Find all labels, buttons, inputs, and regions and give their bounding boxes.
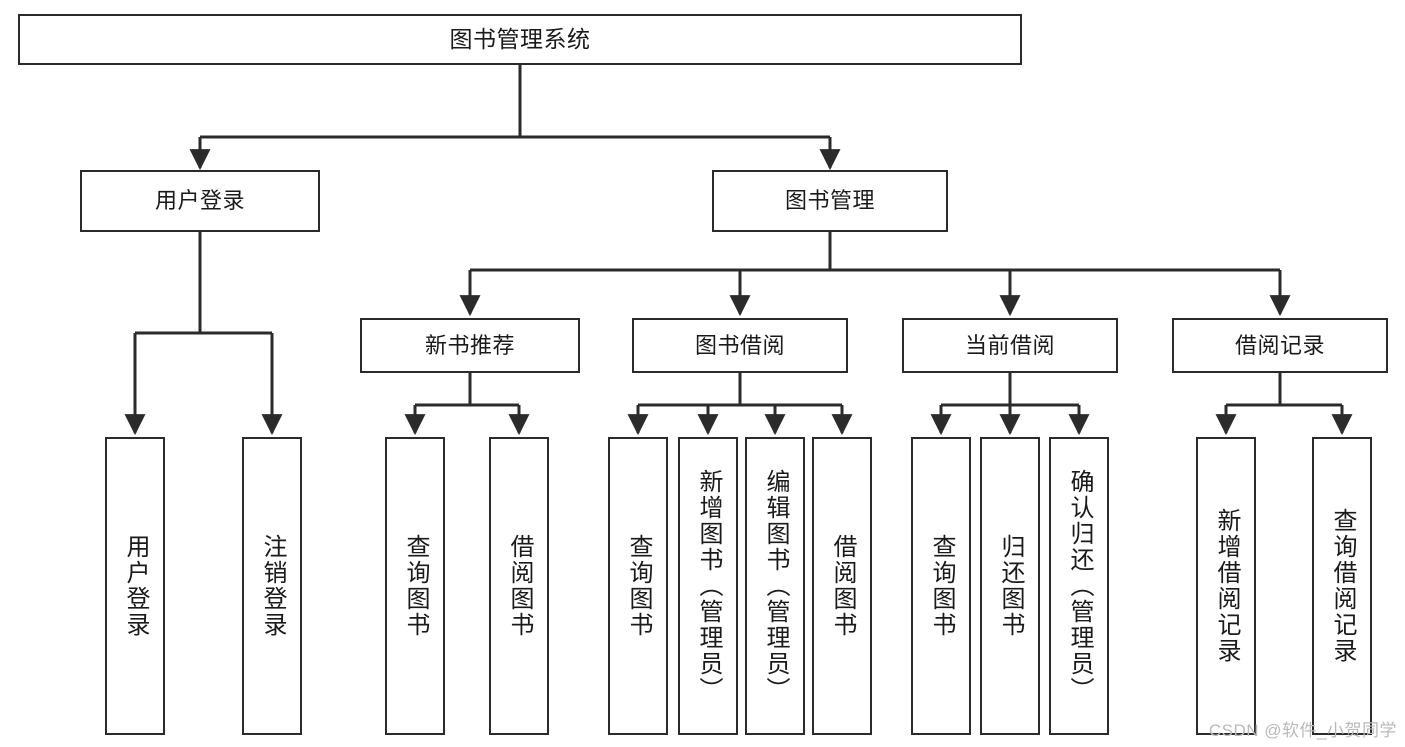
node-leaf-confirm-return-label: 确认归还（管理员） <box>1066 469 1093 703</box>
node-leaf-borrow-book-2-label: 借阅图书 <box>829 534 856 638</box>
node-leaf-query-book-2-label: 查询图书 <box>625 534 652 638</box>
node-leaf-edit-book[interactable]: 编辑图书（管理员） <box>745 437 805 735</box>
node-current-borrow-label: 当前借阅 <box>964 332 1055 358</box>
node-new-book-recommend-label: 新书推荐 <box>424 332 515 358</box>
node-leaf-edit-book-label: 编辑图书（管理员） <box>762 469 789 703</box>
node-leaf-query-book-1-label: 查询图书 <box>402 534 429 638</box>
node-leaf-user-login[interactable]: 用户登录 <box>105 437 165 735</box>
node-book-borrow[interactable]: 图书借阅 <box>632 318 848 373</box>
csdn-watermark: CSDN @软件_小贺同学 <box>1208 721 1397 740</box>
node-book-manage[interactable]: 图书管理 <box>712 170 948 232</box>
node-leaf-user-login-label: 用户登录 <box>122 534 149 638</box>
node-user-login[interactable]: 用户登录 <box>80 170 320 232</box>
node-leaf-add-record[interactable]: 新增借阅记录 <box>1196 437 1256 735</box>
node-borrow-record-label: 借阅记录 <box>1234 332 1325 358</box>
node-leaf-query-book-2[interactable]: 查询图书 <box>608 437 668 735</box>
node-leaf-return-book-label: 归还图书 <box>997 534 1024 638</box>
node-book-borrow-label: 图书借阅 <box>694 332 785 358</box>
node-leaf-logout-label: 注销登录 <box>259 534 286 638</box>
node-user-login-label: 用户登录 <box>154 188 245 214</box>
node-book-manage-label: 图书管理 <box>784 188 875 214</box>
node-borrow-record[interactable]: 借阅记录 <box>1172 318 1388 373</box>
node-leaf-confirm-return[interactable]: 确认归还（管理员） <box>1049 437 1109 735</box>
node-leaf-return-book[interactable]: 归还图书 <box>980 437 1040 735</box>
node-root[interactable]: 图书管理系统 <box>18 14 1022 65</box>
node-leaf-borrow-book-2[interactable]: 借阅图书 <box>812 437 872 735</box>
node-leaf-query-record-label: 查询借阅记录 <box>1329 508 1356 664</box>
node-leaf-add-book[interactable]: 新增图书（管理员） <box>678 437 738 735</box>
node-leaf-borrow-book-1-label: 借阅图书 <box>506 534 533 638</box>
node-current-borrow[interactable]: 当前借阅 <box>902 318 1118 373</box>
node-leaf-query-book-3[interactable]: 查询图书 <box>911 437 971 735</box>
node-leaf-query-record[interactable]: 查询借阅记录 <box>1312 437 1372 735</box>
node-leaf-query-book-1[interactable]: 查询图书 <box>385 437 445 735</box>
node-leaf-borrow-book-1[interactable]: 借阅图书 <box>489 437 549 735</box>
node-leaf-logout[interactable]: 注销登录 <box>242 437 302 735</box>
node-leaf-query-book-3-label: 查询图书 <box>928 534 955 638</box>
node-leaf-add-record-label: 新增借阅记录 <box>1213 508 1240 664</box>
node-leaf-add-book-label: 新增图书（管理员） <box>695 469 722 703</box>
node-new-book-recommend[interactable]: 新书推荐 <box>360 318 580 373</box>
node-root-label: 图书管理系统 <box>449 25 591 52</box>
